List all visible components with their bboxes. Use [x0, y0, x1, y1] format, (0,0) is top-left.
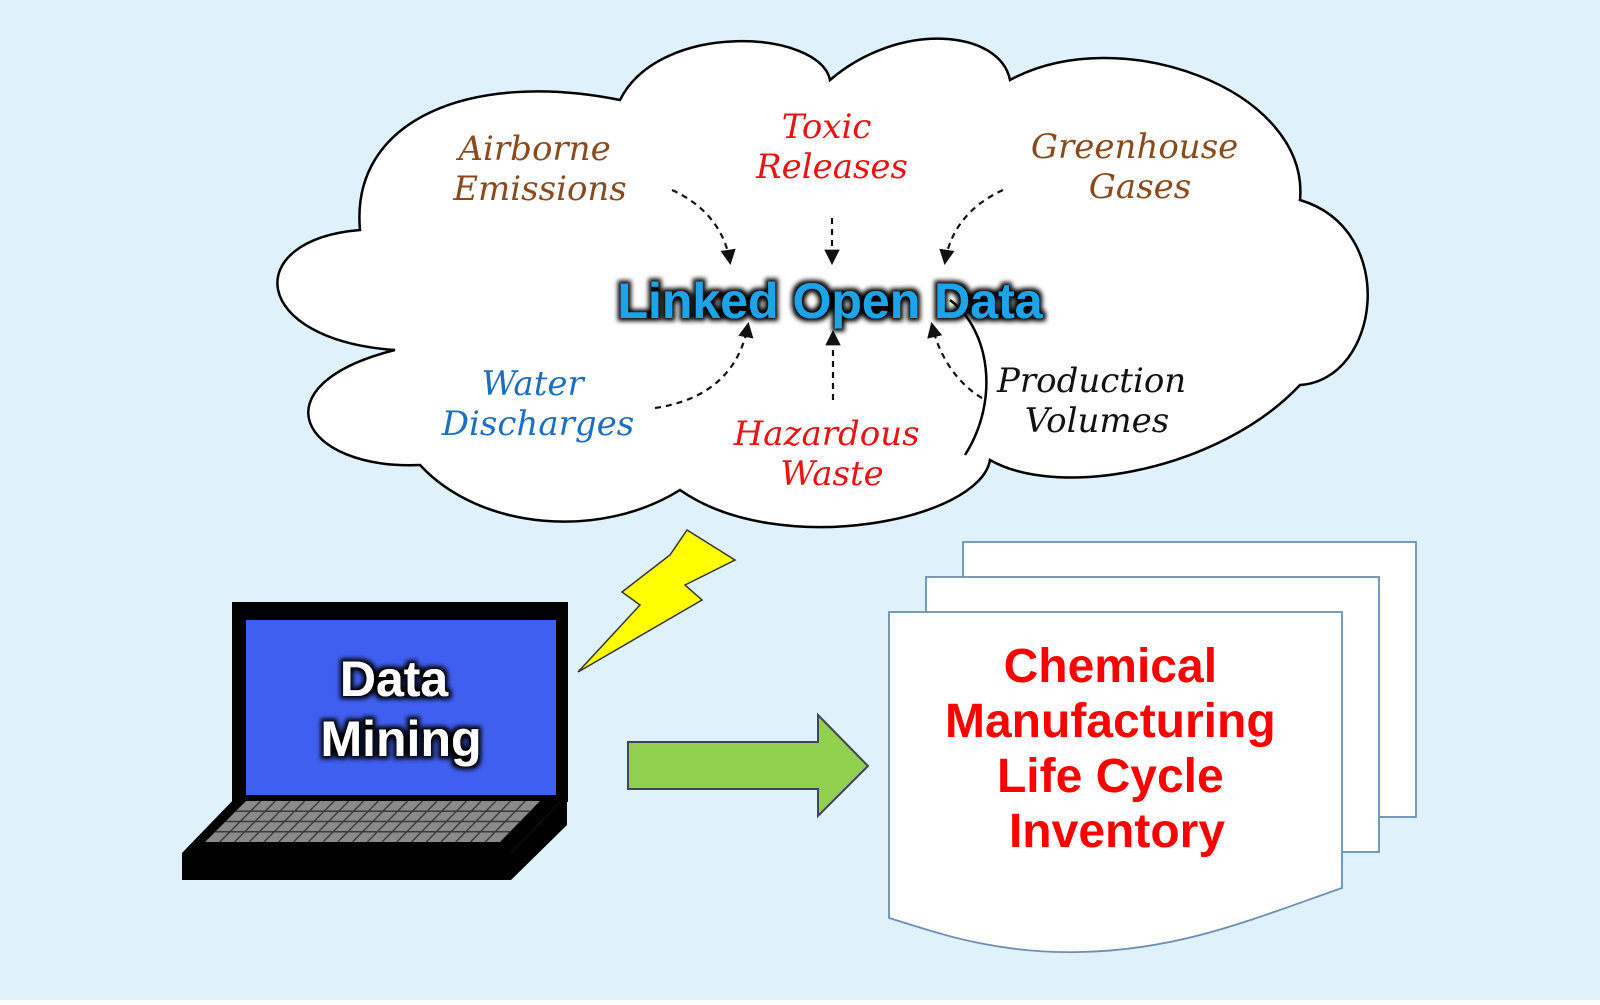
source-toxic-line2: Releases	[755, 147, 908, 187]
document-label-line3: Life Cycle	[997, 750, 1224, 803]
keyboard-col-line	[440, 800, 482, 843]
arrow-water	[654, 321, 754, 410]
keyboard-col-line	[307, 800, 350, 843]
keyboard-col-line	[455, 800, 497, 843]
cloud-connectors	[654, 188, 1004, 410]
keyboard-col-line	[484, 800, 526, 843]
source-airborne: Airborne Emissions	[452, 129, 627, 209]
laptop-screen	[246, 620, 556, 796]
cloud-icon	[276, 37, 1369, 529]
source-hazardous-line2: Waste	[780, 454, 884, 494]
source-greenhouse: Greenhouse Gases	[1031, 127, 1249, 207]
source-production: Production Volumes	[996, 361, 1197, 441]
keyboard-col-line	[411, 800, 453, 843]
cloud-sources: Airborne Emissions Toxic Releases Greenh…	[441, 107, 1249, 494]
source-production-line2: Volumes	[1025, 401, 1169, 441]
source-airborne-line1: Airborne	[456, 129, 611, 169]
laptop-label: Data Mining	[320, 651, 481, 767]
source-water: Water Discharges	[441, 364, 634, 444]
document-label-line4: Inventory	[1009, 805, 1225, 858]
source-hazardous-line1: Hazardous	[733, 414, 920, 454]
document-label-line1: Chemical	[1004, 640, 1217, 693]
arrow-production	[927, 321, 983, 399]
document-front	[888, 611, 1343, 953]
laptop-icon	[182, 602, 568, 880]
document-label-line2: Manufacturing	[945, 695, 1276, 748]
keyboard-col-line	[278, 800, 320, 843]
keyboard-col-line	[234, 800, 276, 843]
laptop-label-line2: Mining	[320, 711, 481, 767]
arrow-greenhouse	[939, 188, 1004, 266]
source-toxic-line1: Toxic	[782, 107, 872, 147]
source-water-line1: Water	[481, 364, 585, 404]
source-production-line1: Production	[996, 361, 1186, 401]
keyboard-col-line	[293, 800, 335, 843]
source-toxic: Toxic Releases	[755, 107, 908, 187]
keyboard-col-line	[263, 800, 306, 843]
source-hazardous: Hazardous Waste	[733, 414, 931, 494]
source-greenhouse-line2: Gases	[1089, 167, 1191, 207]
keyboard-col-line	[381, 800, 423, 843]
process-arrow	[627, 712, 870, 819]
laptop-keys	[215, 800, 530, 843]
keyboard-col-line	[469, 800, 512, 843]
keyboard-col-line	[352, 800, 394, 843]
keyboard-col-line	[396, 800, 438, 843]
keyboard-col-line	[337, 800, 379, 843]
laptop-base-side	[511, 795, 567, 880]
laptop-label-line1: Data	[340, 651, 450, 707]
arrow-airborne	[671, 188, 736, 266]
keyboard-col-line	[366, 800, 409, 843]
source-water-line2: Discharges	[441, 404, 634, 444]
keyboard-col-line	[322, 800, 365, 843]
document-stack-icon	[888, 541, 1417, 953]
source-greenhouse-line1: Greenhouse	[1031, 127, 1238, 167]
document-label: Chemical Manufacturing Life Cycle Invent…	[945, 640, 1289, 858]
source-airborne-line2: Emissions	[452, 169, 627, 209]
keyboard-col-line	[425, 800, 467, 843]
lightning-icon	[577, 528, 737, 673]
keyboard-col-line	[248, 800, 291, 843]
keyboard-col-line	[219, 800, 262, 843]
hub-label: Linked Open Data	[617, 273, 1043, 329]
laptop-base-front	[182, 853, 511, 880]
